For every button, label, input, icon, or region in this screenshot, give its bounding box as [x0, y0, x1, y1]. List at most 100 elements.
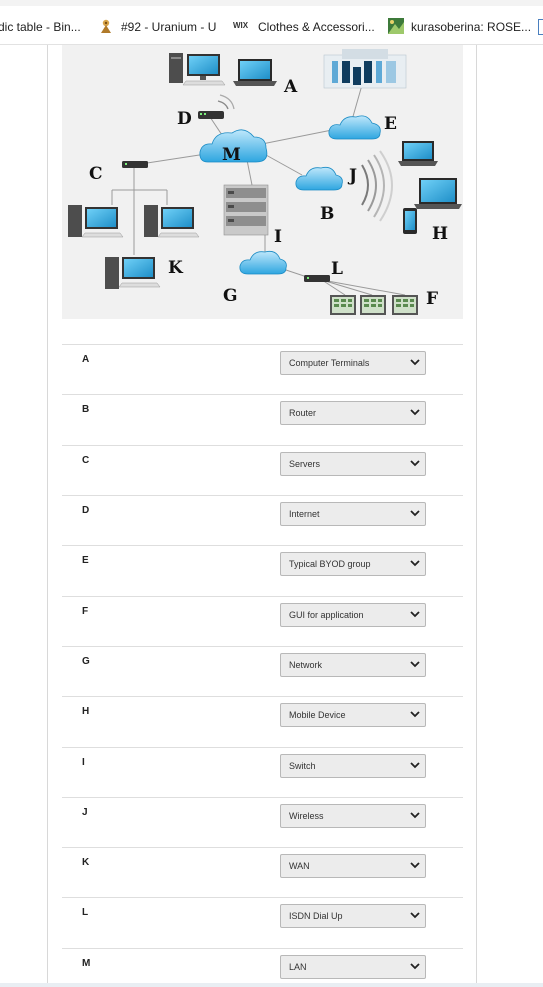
row-letter: F [82, 606, 89, 617]
bookmark-wix-clothes[interactable]: Clothes & Accessori... [258, 20, 375, 34]
row-letter: G [82, 656, 90, 667]
matching-row-d: D Internet [62, 495, 463, 546]
application-gui-icon-1 [330, 295, 356, 315]
matching-row-k: K WAN [62, 847, 463, 898]
matching-row-a: A Computer Terminals [62, 344, 463, 395]
matching-row-j: J Wireless [62, 797, 463, 848]
diagram-label-m: M [222, 145, 241, 165]
matching-row-b: B Router [62, 394, 463, 445]
diagram-label-i: I [274, 227, 282, 247]
selected-value: Servers [289, 459, 321, 469]
network-diagram: A B C D E F G H I J K L M [62, 45, 463, 319]
diagram-label-k: K [168, 258, 184, 278]
server-rack-icon [223, 184, 269, 236]
answer-select-i[interactable]: Switch [280, 754, 426, 778]
content-frame-right-border [476, 45, 477, 987]
tablet-laptop-icon [414, 178, 462, 209]
cloud-icon-m [199, 129, 268, 163]
diagram-label-h: H [432, 224, 448, 244]
matching-row-e: E Typical BYOD group [62, 545, 463, 596]
answer-select-a[interactable]: Computer Terminals [280, 351, 426, 375]
workstation-icon-1 [68, 205, 124, 238]
network-switch-icon-l [304, 275, 330, 282]
wix-favicon-icon: WIX [233, 21, 249, 30]
chevron-down-icon [410, 963, 420, 970]
chevron-down-icon [410, 762, 420, 769]
answer-select-g[interactable]: Network [280, 653, 426, 677]
selected-value: Switch [289, 761, 316, 771]
laptop-icon [233, 59, 277, 86]
row-letter: K [82, 857, 90, 868]
mobile-laptop-icon [398, 141, 438, 166]
bookmarks-bar: dic table - Bin... #92 - Uranium - U WIX… [0, 6, 543, 45]
diagram-label-e: E [384, 114, 397, 134]
bookmark-kurasoberina[interactable]: kurasoberina: ROSE... [411, 20, 532, 34]
answer-select-b[interactable]: Router [280, 401, 426, 425]
row-letter: D [82, 505, 90, 516]
workstation-icon-2 [144, 205, 200, 238]
selected-value: GUI for application [289, 610, 364, 620]
workstation-icon-3 [105, 257, 161, 289]
matching-row-m: M LAN [62, 948, 463, 984]
chevron-down-icon [410, 510, 420, 517]
row-letter: H [82, 706, 90, 717]
selected-value: Mobile Device [289, 710, 346, 720]
row-letter: I [82, 757, 85, 768]
diagram-label-g: G [223, 286, 238, 306]
row-letter: J [82, 807, 88, 818]
chevron-down-icon [410, 409, 420, 416]
smartphone-icon [403, 208, 417, 234]
diagram-label-c: C [89, 164, 103, 184]
chevron-down-icon [410, 862, 420, 869]
application-gui-icon-2 [360, 295, 386, 315]
selected-value: Internet [289, 509, 320, 519]
image-favicon-icon [388, 18, 404, 34]
chevron-down-icon [410, 711, 420, 718]
chevron-down-icon [410, 359, 420, 366]
chevron-down-icon [410, 560, 420, 567]
selected-value: WAN [289, 861, 310, 871]
chevron-down-icon [410, 611, 420, 618]
matching-row-i: I Switch [62, 747, 463, 798]
answer-select-e[interactable]: Typical BYOD group [280, 552, 426, 576]
diagram-label-j: J [347, 166, 357, 186]
diagram-label-d: D [177, 109, 192, 129]
matching-row-c: C Servers [62, 445, 463, 496]
wireless-router-icon [198, 94, 235, 119]
cloud-icon-b [295, 166, 343, 191]
row-letter: C [82, 455, 90, 466]
answer-select-d[interactable]: Internet [280, 502, 426, 526]
page-top-strip: ........................................… [0, 0, 543, 6]
answer-select-c[interactable]: Servers [280, 452, 426, 476]
selected-value: LAN [289, 962, 307, 972]
selected-value: ISDN Dial Up [289, 911, 343, 921]
selected-value: Computer Terminals [289, 358, 370, 368]
row-letter: A [82, 354, 90, 365]
chevron-down-icon [410, 661, 420, 668]
answer-select-k[interactable]: WAN [280, 854, 426, 878]
row-letter: B [82, 404, 90, 415]
matching-row-g: G Network [62, 646, 463, 697]
answer-select-h[interactable]: Mobile Device [280, 703, 426, 727]
answer-select-m[interactable]: LAN [280, 955, 426, 979]
bottom-status-strip [0, 983, 543, 987]
overflow-bookmark-icon [538, 19, 543, 35]
wireless-signal-icon [361, 150, 393, 222]
content-frame-left-border [47, 45, 48, 987]
answer-select-j[interactable]: Wireless [280, 804, 426, 828]
answer-select-f[interactable]: GUI for application [280, 603, 426, 627]
matching-row-h: H Mobile Device [62, 696, 463, 747]
answer-select-l[interactable]: ISDN Dial Up [280, 904, 426, 928]
matching-row-f: F GUI for application [62, 596, 463, 647]
row-letter: M [82, 958, 91, 969]
office-building-icon [323, 49, 407, 89]
chevron-down-icon [410, 812, 420, 819]
bookmark-periodic-table[interactable]: dic table - Bin... [0, 20, 81, 34]
chevron-down-icon [410, 460, 420, 467]
desktop-computer-icon [169, 53, 226, 86]
bookmark-uranium[interactable]: #92 - Uranium - U [121, 20, 217, 34]
diagram-label-b: B [320, 204, 334, 224]
uranium-favicon-icon [101, 19, 111, 33]
selected-value: Wireless [289, 811, 324, 821]
application-gui-icon-3 [392, 295, 418, 315]
